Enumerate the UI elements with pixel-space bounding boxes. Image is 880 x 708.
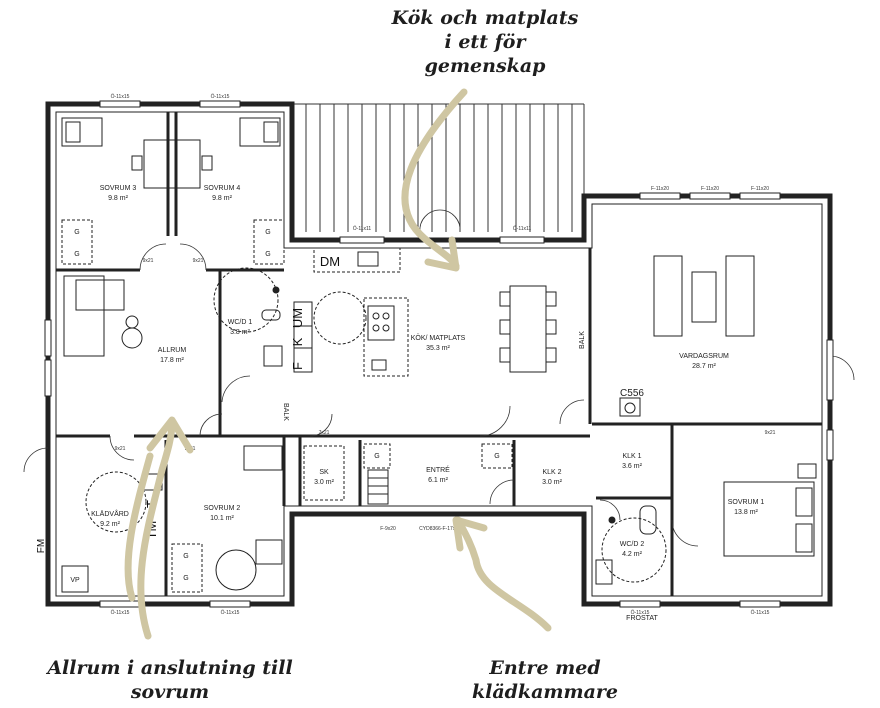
g-label-3: G (265, 229, 270, 236)
interior-walls (56, 112, 822, 596)
code-f11x20-3: F-11x20 (751, 186, 769, 192)
room-kladvard-name: KLÄDVÅRD (91, 509, 129, 518)
room-sovrum4-area: 9.8 m² (212, 195, 233, 202)
fm-label: FM (36, 539, 47, 553)
room-klk1-area: 3.6 m² (622, 463, 643, 470)
room-wc1-area: 3.8 m² (230, 329, 251, 336)
g-label-7: G (183, 553, 188, 560)
code-o11x15-bottom-3: Ö-11x15 (631, 609, 650, 616)
code-o11x15-top-2: Ö-11x15 (211, 93, 230, 100)
balk-label-left: BALK (282, 403, 289, 421)
code-o11x15-bottom-1: Ö-11x15 (111, 609, 130, 616)
caption-bottom-left: Allrum i anslutning till sovrum (47, 657, 293, 703)
code-door-3: 9x21 (115, 446, 126, 452)
code-f11x20-2: F-11x20 (701, 186, 719, 192)
code-f9x20: F-9x20 (380, 526, 396, 532)
room-sovrum4-name: SOVRUM 4 (204, 185, 241, 192)
g-label-5: G (374, 453, 379, 460)
code-door-2: 9x21 (193, 258, 204, 264)
g-label-2: G (74, 251, 79, 258)
frostat-label: FROSTAT (626, 615, 658, 622)
code-o11x15-top-1: Ö-11x15 (111, 93, 130, 100)
misc-labels: BALK BALK C556 FROSTAT FM VP DM F K UM T… (36, 229, 659, 622)
code-o11x11-2: Ö-11x11 (513, 225, 532, 232)
room-kok-name: KÖK/ MATPLATS (411, 334, 466, 342)
c556-label: C556 (620, 388, 644, 399)
arrow-allrum-2 (124, 452, 154, 602)
g-label-8: G (183, 575, 188, 582)
room-wc1-name: WC/D 1 (228, 319, 253, 326)
um-label: UM (290, 308, 305, 328)
room-sovrum3-name: SOVRUM 3 (100, 185, 137, 192)
room-wc2-area: 4.2 m² (622, 551, 643, 558)
window-codes: Ö-11x15 Ö-11x15 Ö-11x11 Ö-11x11 F-11x20 … (111, 93, 776, 616)
code-o11x11-1: Ö-11x11 (353, 225, 372, 232)
arrow-kitchen (401, 88, 468, 270)
arrows (124, 88, 552, 640)
room-vardagsrum-name: VARDAGSRUM (679, 353, 729, 360)
room-sovrum1-name: SOVRUM 1 (728, 499, 765, 506)
g-label-6: G (494, 453, 499, 460)
room-kladvard-area: 9.2 m² (100, 521, 121, 528)
arrow-kitchen-head (424, 236, 460, 272)
k-label: K (290, 337, 305, 346)
room-sovrum3-area: 9.8 m² (108, 195, 129, 202)
room-klk2-name: KLK 2 (542, 469, 561, 476)
furniture (61, 117, 817, 593)
room-kok-area: 35.3 m² (426, 345, 450, 352)
code-entre-door: CYD8366-F-17x21 (419, 526, 461, 532)
room-klk1-name: KLK 1 (622, 453, 641, 460)
windows (44, 100, 834, 608)
door-swings (23, 209, 855, 547)
f-label: F (290, 362, 305, 370)
room-entre-name: ENTRÉ (426, 465, 450, 474)
room-entre-area: 6.1 m² (428, 477, 449, 484)
room-sk-area: 3.0 m² (314, 479, 335, 486)
code-o11x15-bottom-2: Ö-11x15 (221, 609, 240, 616)
room-klk2-area: 3.0 m² (542, 479, 563, 486)
room-labels: SOVRUM 3 9.8 m² SOVRUM 4 9.8 m² ALLRUM 1… (91, 185, 764, 558)
arrow-entre (454, 516, 552, 632)
arrow-allrum-head (146, 416, 194, 454)
caption-top: Kök och matplats i ett för gemenskap (391, 7, 579, 77)
g-label-4: G (265, 251, 270, 258)
caption-bottom-right: Entre med klädkammare (471, 657, 619, 703)
code-door-1: 9x21 (143, 258, 154, 264)
room-sovrum2-name: SOVRUM 2 (204, 505, 241, 512)
g-label-1: G (74, 229, 79, 236)
code-o11x15-bottom-4: Ö-11x15 (751, 609, 770, 616)
room-vardagsrum-area: 28.7 m² (692, 363, 716, 370)
arrow-entre-head (452, 516, 488, 552)
room-sk-name: SK (319, 469, 329, 476)
room-allrum-area: 17.8 m² (160, 357, 184, 364)
vp-label: VP (70, 577, 80, 584)
code-door-5: 7x21 (319, 430, 330, 436)
balk-label-right: BALK (579, 331, 586, 349)
code-door-6: 9x21 (765, 430, 776, 436)
room-allrum-name: ALLRUM (158, 347, 187, 354)
code-f11x20-1: F-11x20 (651, 186, 669, 192)
arrow-allrum-1 (137, 418, 176, 640)
room-sovrum1-area: 13.8 m² (734, 509, 758, 516)
room-sovrum2-area: 10.1 m² (210, 515, 234, 522)
dm-label: DM (320, 254, 340, 269)
outer-walls (45, 101, 833, 607)
room-wc2-name: WC/D 2 (620, 541, 645, 548)
